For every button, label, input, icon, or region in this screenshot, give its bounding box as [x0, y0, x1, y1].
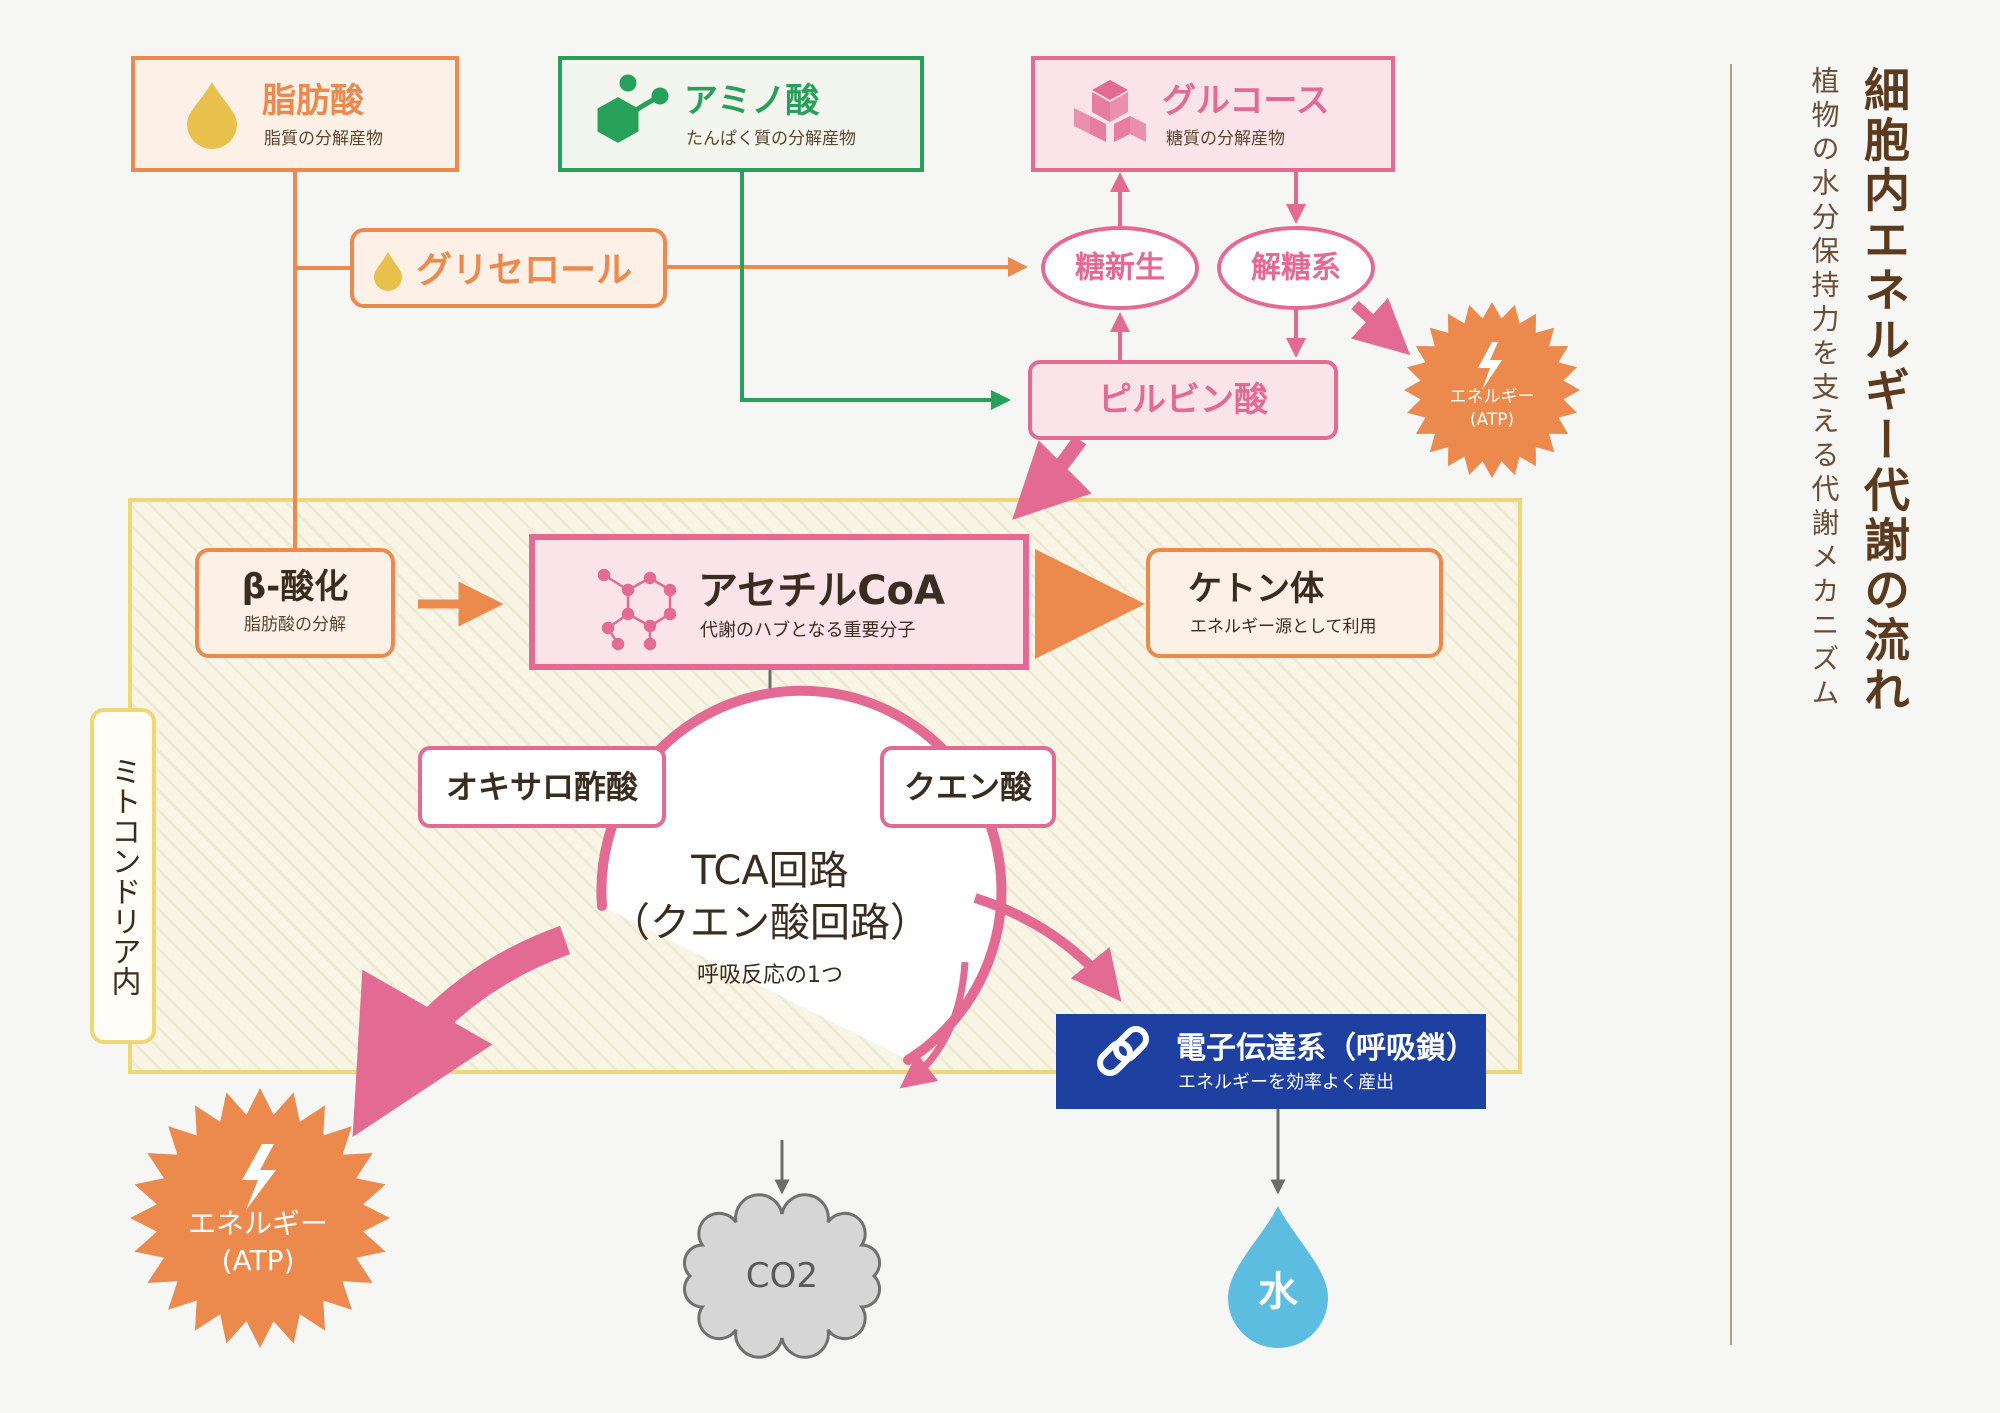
tca-title-line2: （クエン酸回路） — [610, 900, 930, 946]
etc-sub: エネルギーを効率よく産出 — [1178, 1072, 1394, 1093]
atp-small-label: エネルギー — [1450, 387, 1535, 407]
lightning-icon — [242, 1144, 276, 1210]
etc-title: 電子伝達系（呼吸鎖） — [1176, 1031, 1476, 1066]
oil-drop-icon — [187, 82, 237, 149]
fatty-acid-sub: 脂質の分解産物 — [264, 129, 383, 149]
tca-to-etc-arrow — [973, 893, 1122, 1002]
gluconeogenesis-label: 糖新生 — [1075, 251, 1165, 286]
oxaloacetate-box: オキサロ酢酸 — [418, 746, 666, 828]
cubes-icon — [1074, 80, 1146, 142]
amino-acid-box: アミノ酸 たんぱく質の分解産物 — [558, 56, 924, 172]
ketone-box: ケトン体 エネルギー源として利用 — [1146, 548, 1443, 658]
glucose-box: グルコース 糖質の分解産物 — [1031, 56, 1395, 172]
mitochondria-label: ミトコンドリア内 — [106, 756, 141, 996]
water-drop-icon — [1228, 1206, 1328, 1348]
oil-drop-icon — [374, 252, 402, 291]
link-icon — [1097, 1026, 1149, 1076]
gluconeogenesis-node: 糖新生 — [1041, 226, 1199, 310]
atp-large-label: エネルギー — [188, 1207, 328, 1240]
beta-oxidation-title: β-酸化 — [242, 567, 348, 607]
citrate-label: クエン酸 — [904, 768, 1033, 806]
beta-oxidation-sub: 脂肪酸の分解 — [244, 615, 346, 635]
tca-subtitle: 呼吸反応の1つ — [697, 963, 843, 988]
atp-small-label-2: (ATP) — [1470, 410, 1514, 430]
atp-large-label-2: (ATP) — [222, 1244, 295, 1277]
page-subtitle: 植物の水分保持力を支える代謝メカニズム — [1808, 66, 1841, 712]
co2-label: CO2 — [746, 1256, 818, 1296]
glycerol-title: グリセロール — [416, 250, 632, 291]
pyruvate-label: ピルビン酸 — [1098, 380, 1269, 420]
beta-oxidation-box: β-酸化 脂肪酸の分解 — [195, 548, 395, 658]
glucose-title: グルコース — [1162, 81, 1330, 121]
citrate-box: クエン酸 — [880, 746, 1056, 828]
co2-cloud: CO2 — [683, 1193, 881, 1359]
acetylcoa-box: アセチルCoA 代謝のハブとなる重要分子 — [529, 534, 1029, 670]
pyruvate-box: ピルビン酸 — [1028, 360, 1338, 440]
mitochondria-label-box: ミトコンドリア内 — [90, 708, 156, 1044]
molecule-icon — [597, 74, 669, 143]
glycolysis-node: 解糖系 — [1217, 226, 1375, 310]
lightning-icon — [1478, 342, 1502, 390]
etc-box: 電子伝達系（呼吸鎖） エネルギーを効率よく産出 — [1056, 1014, 1486, 1109]
amino-acid-sub: たんぱく質の分解産物 — [686, 129, 856, 149]
glycerol-box: グリセロール — [350, 228, 667, 308]
fatty-acid-box: 脂肪酸 脂質の分解産物 — [131, 56, 459, 172]
tca-return-arrow — [899, 961, 969, 1089]
molecule-network-icon — [597, 568, 677, 651]
oxaloacetate-label: オキサロ酢酸 — [446, 768, 639, 806]
water-label: 水 — [1258, 1269, 1299, 1315]
pyruvate-to-acetylcoa-arrow — [1012, 435, 1092, 520]
tca-to-atp-arrow — [352, 925, 571, 1137]
ketone-title: ケトン体 — [1188, 569, 1324, 609]
glucose-sub: 糖質の分解産物 — [1166, 129, 1285, 149]
atp-small-burst: エネルギー (ATP) — [1404, 302, 1580, 478]
water-drop: 水 — [1228, 1206, 1328, 1348]
glycolysis-label: 解糖系 — [1251, 251, 1341, 286]
acetylcoa-sub: 代謝のハブとなる重要分子 — [700, 619, 915, 641]
amino-acid-title: アミノ酸 — [684, 81, 820, 121]
fatty-acid-title: 脂肪酸 — [262, 81, 365, 121]
acetylcoa-title: アセチルCoA — [698, 568, 945, 614]
glycolysis-to-atp-arrow — [1351, 297, 1411, 356]
tca-title: TCA回路 — [690, 848, 848, 894]
page-title: 細胞内エネルギー代謝の流れ — [1857, 66, 1911, 716]
atp-large-burst: エネルギー (ATP) — [130, 1088, 390, 1348]
amino-to-pyruvate-arrow — [740, 170, 1011, 410]
ketone-sub: エネルギー源として利用 — [1190, 617, 1377, 637]
